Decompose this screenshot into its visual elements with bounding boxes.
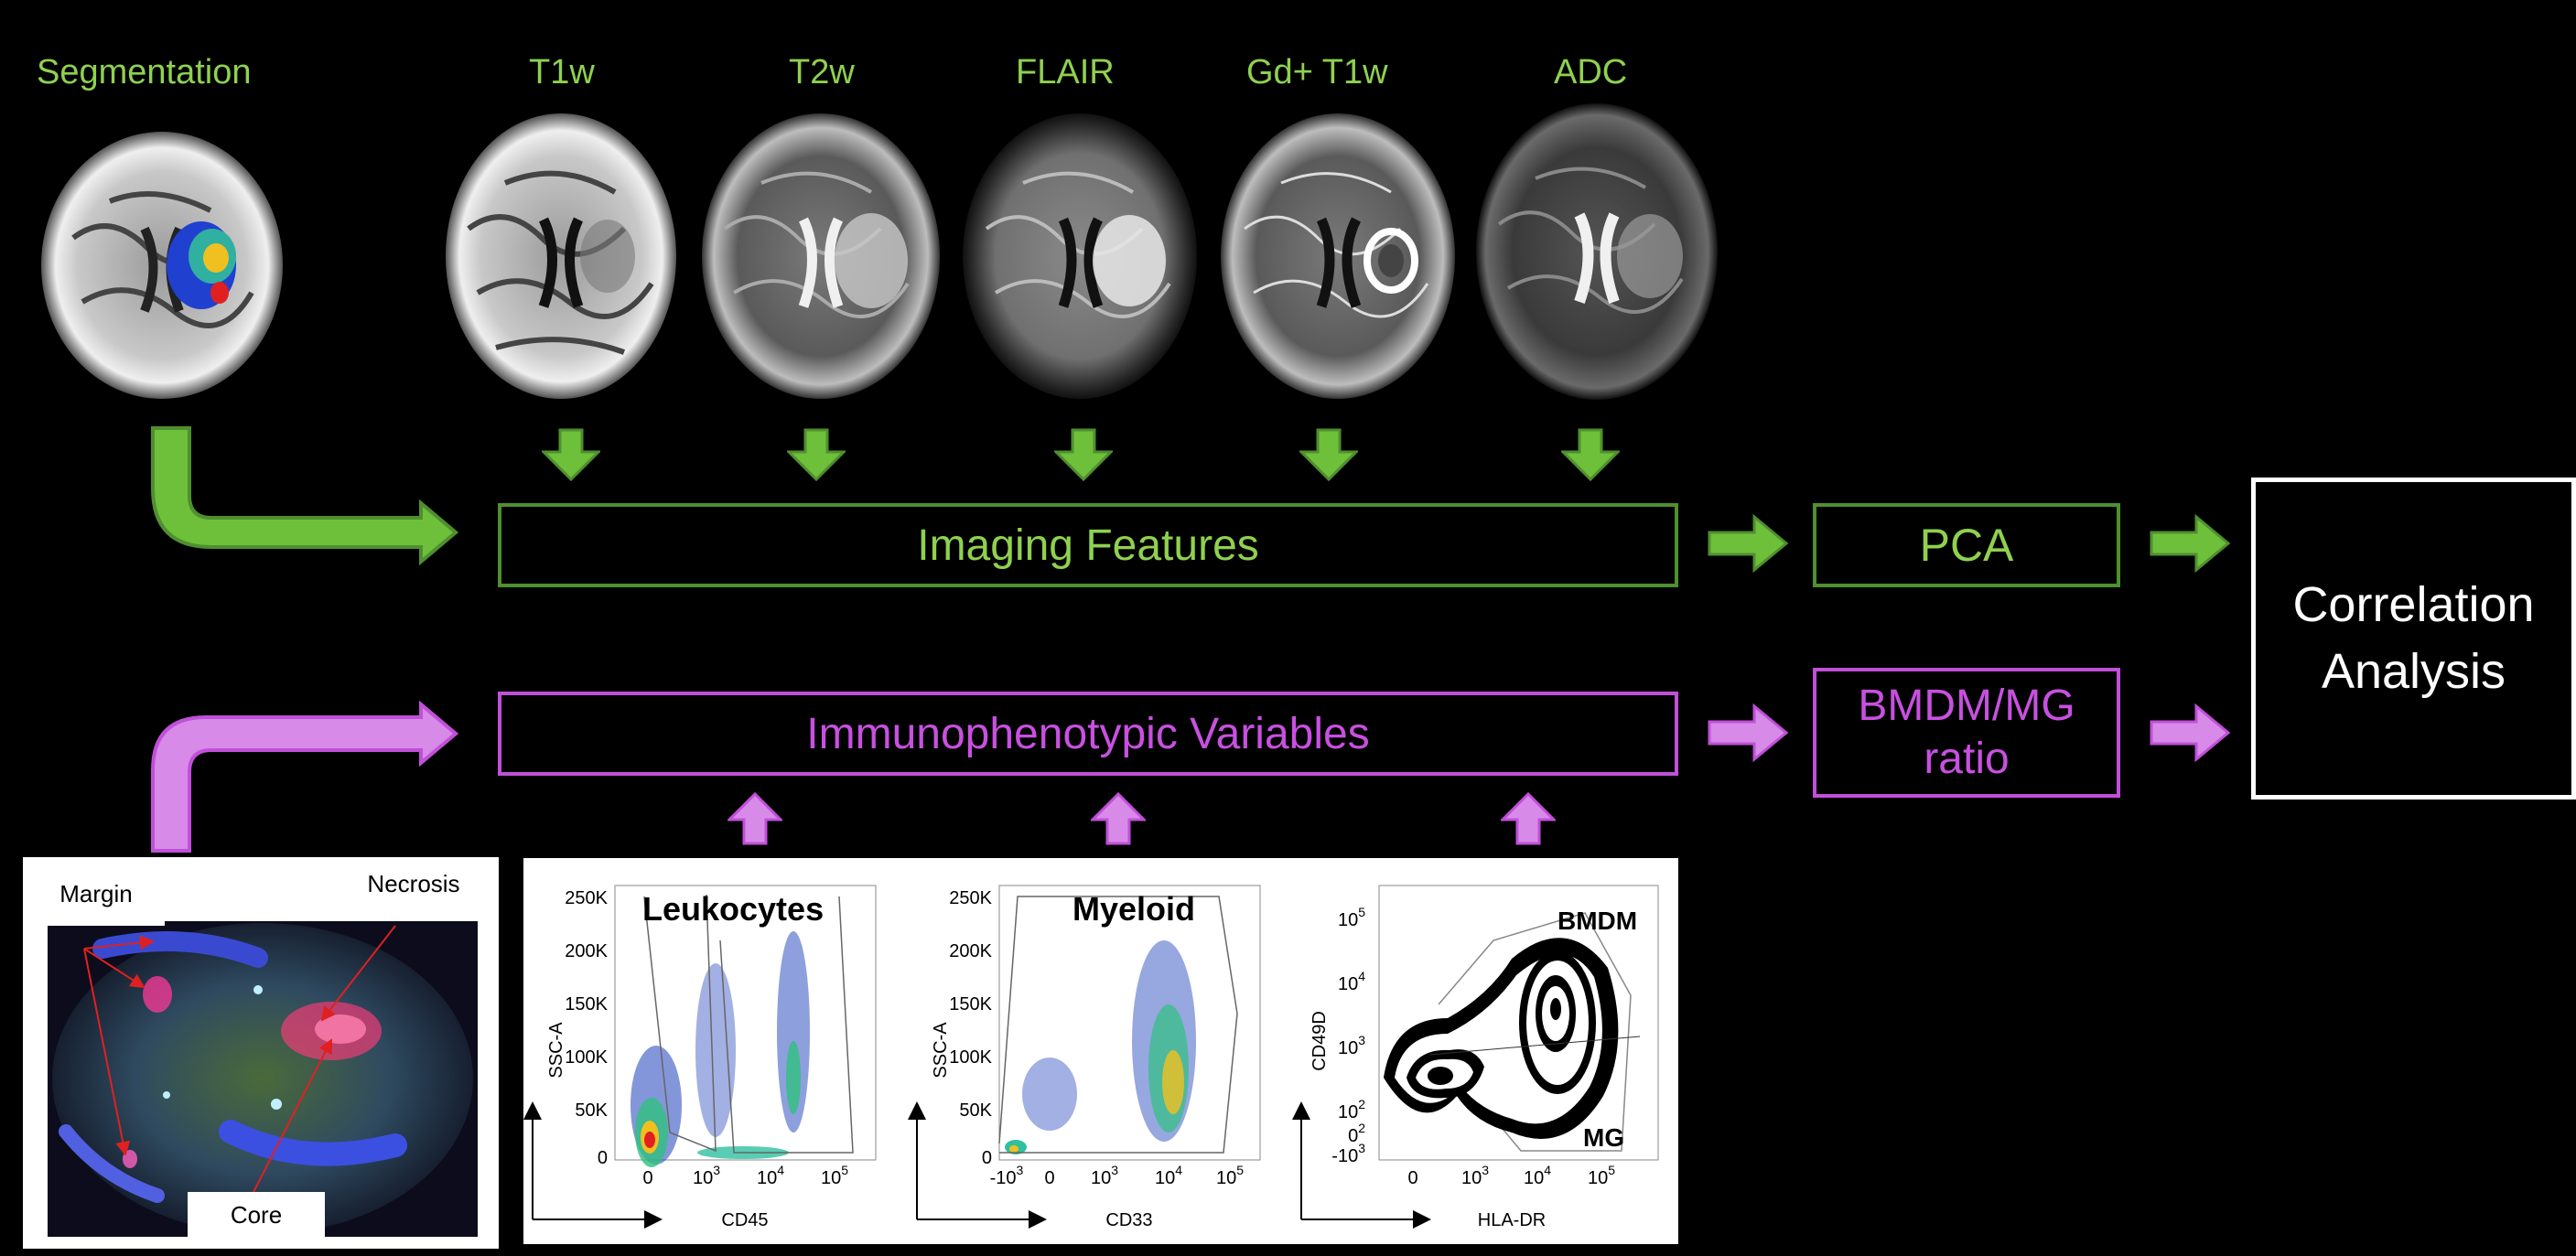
segmentation-scan xyxy=(41,132,283,399)
x-tick: 105 xyxy=(1216,1163,1244,1188)
y-tick: -103 xyxy=(1331,1141,1365,1166)
imaging-features-box: Imaging Features xyxy=(498,503,1678,587)
myeloid-plot: Myeloid 250K 200K 150K 100K 50K 0 -103 0… xyxy=(908,885,1261,1230)
pca-box: PCA xyxy=(1813,503,2120,587)
label-segmentation: Segmentation xyxy=(37,53,252,91)
adc-scan xyxy=(1476,103,1718,400)
y-tick: 250K xyxy=(949,888,992,908)
right-arrow-icon xyxy=(2150,703,2231,762)
correlation-label-line1: Correlation xyxy=(2292,577,2535,633)
y-tick: 103 xyxy=(1338,1033,1365,1058)
right-arrow-icon xyxy=(1708,703,1789,762)
x-tick: 103 xyxy=(1091,1163,1118,1188)
x-tick: 0 xyxy=(1044,1168,1054,1188)
y-tick: 200K xyxy=(949,941,992,961)
t1w-scan xyxy=(446,113,676,399)
y-tick: 0 xyxy=(982,1148,992,1168)
x-tick: 104 xyxy=(757,1163,784,1188)
photo-elbow-arrow-icon xyxy=(151,701,459,853)
y-tick: 02 xyxy=(1348,1121,1365,1146)
tumor-fluorescence-photo xyxy=(48,921,478,1237)
t2w-scan xyxy=(702,113,940,399)
up-arrow-icon xyxy=(1501,792,1556,845)
segmentation-elbow-arrow-icon xyxy=(151,426,459,566)
y-tick: 200K xyxy=(565,941,608,961)
label-adc: ADC xyxy=(1554,53,1628,91)
correlation-analysis-box: Correlation Analysis xyxy=(2251,478,2576,800)
right-arrow-icon xyxy=(2150,514,2231,573)
right-arrow-icon xyxy=(1708,514,1789,573)
down-arrow-icon xyxy=(787,428,846,481)
x-axis-label: CD33 xyxy=(1105,1210,1152,1230)
down-arrow-icon xyxy=(1054,428,1113,481)
y-tick: 250K xyxy=(565,888,608,908)
leukocytes-title: Leukocytes xyxy=(642,890,824,928)
label-t2w: T2w xyxy=(789,53,855,91)
x-tick: 104 xyxy=(1524,1163,1551,1188)
down-arrow-icon xyxy=(542,428,600,481)
y-tick: 50K xyxy=(575,1100,608,1121)
x-tick: 0 xyxy=(1407,1168,1417,1188)
y-tick: 105 xyxy=(1338,905,1365,930)
y-axis-label: SSC-A xyxy=(931,1022,951,1079)
x-tick: 105 xyxy=(821,1163,848,1188)
flair-scan xyxy=(963,113,1197,399)
flow-cytometry-panel: Leukocytes 250K 200K 150K 100K 50K 0 0 1… xyxy=(523,858,1678,1244)
x-axis-label: HLA-DR xyxy=(1478,1210,1546,1230)
bmdm-mg-ratio-label: BMDM/MG ratio xyxy=(1858,682,2075,783)
bmdm-label: BMDM xyxy=(1557,907,1637,935)
x-tick: 105 xyxy=(1588,1163,1615,1188)
myeloid-title: Myeloid xyxy=(1072,890,1195,928)
bmdm-mg-ratio-box: BMDM/MG ratio xyxy=(1813,668,2120,798)
y-tick: 100K xyxy=(565,1047,608,1068)
y-tick: 150K xyxy=(565,994,608,1014)
mg-label: MG xyxy=(1583,1123,1624,1152)
pca-label: PCA xyxy=(1919,520,2014,571)
tumor-photo-panel: Margin Necrosis Core xyxy=(23,857,499,1249)
x-tick: 0 xyxy=(642,1168,652,1188)
y-tick: 50K xyxy=(959,1100,992,1121)
tag-core: Core xyxy=(188,1192,325,1238)
y-tick: 104 xyxy=(1338,969,1365,994)
up-arrow-icon xyxy=(728,792,782,845)
immuno-variables-box: Immunophenotypic Variables xyxy=(498,692,1678,776)
tag-necrosis: Necrosis xyxy=(332,862,495,906)
label-t1w: T1w xyxy=(529,53,595,91)
y-tick: 100K xyxy=(949,1047,992,1068)
correlation-label-line2: Analysis xyxy=(2321,644,2506,699)
gd-t1w-scan xyxy=(1221,113,1455,399)
y-tick: 102 xyxy=(1338,1097,1365,1122)
up-arrow-icon xyxy=(1091,792,1146,845)
imaging-features-label: Imaging Features xyxy=(917,521,1259,570)
y-axis-label: CD49D xyxy=(1310,1011,1330,1071)
y-axis-label: SSC-A xyxy=(546,1022,566,1079)
y-tick: 150K xyxy=(949,994,992,1014)
leukocytes-plot: Leukocytes 250K 200K 150K 100K 50K 0 0 1… xyxy=(523,885,877,1230)
label-gd-t1w: Gd+ T1w xyxy=(1246,53,1388,91)
label-flair: FLAIR xyxy=(1016,53,1115,91)
down-arrow-icon xyxy=(1299,428,1358,481)
immuno-variables-label: Immunophenotypic Variables xyxy=(806,709,1370,758)
x-tick: 103 xyxy=(693,1163,720,1188)
tag-margin: Margin xyxy=(27,862,165,926)
x-axis-label: CD45 xyxy=(721,1210,768,1230)
x-tick: 104 xyxy=(1155,1163,1182,1188)
x-tick: 103 xyxy=(1461,1163,1489,1188)
x-tick: -103 xyxy=(990,1163,1024,1188)
hla-cd49d-plot: BMDM MG 105 104 103 102 02 -103 0 103 10… xyxy=(1292,885,1659,1230)
y-tick: 0 xyxy=(598,1148,608,1168)
down-arrow-icon xyxy=(1561,428,1620,481)
